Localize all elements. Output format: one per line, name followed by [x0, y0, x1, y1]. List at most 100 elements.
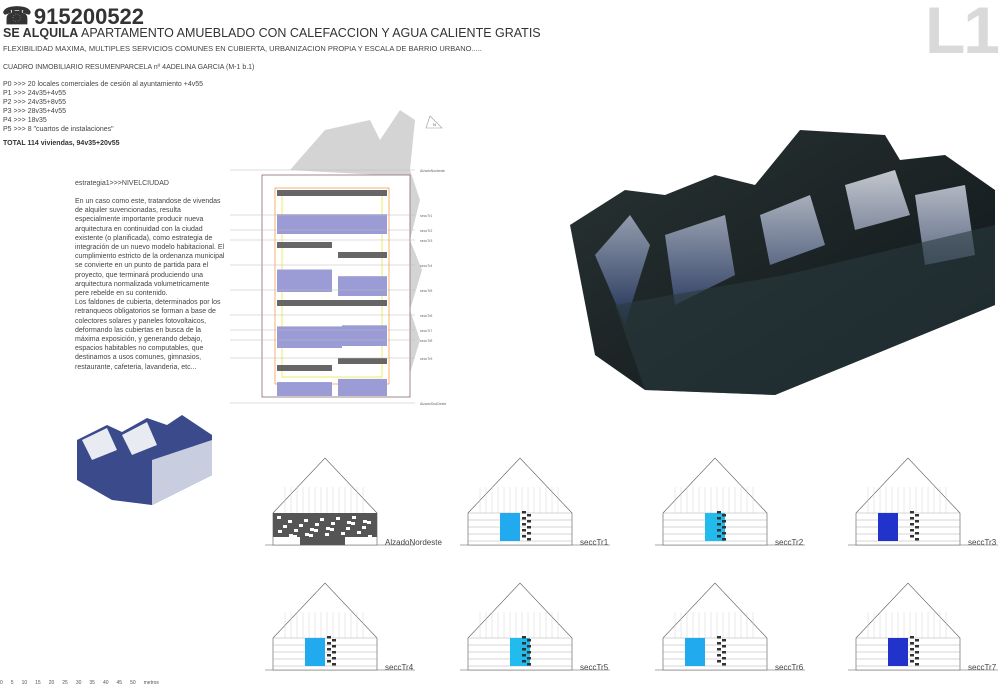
stair-mark	[522, 523, 526, 526]
stair-mark	[527, 526, 531, 529]
section-line-label: AlzadoSudOeste	[420, 402, 446, 406]
window	[293, 535, 297, 538]
window	[341, 532, 345, 535]
section-label: seccTr3	[968, 538, 997, 547]
patio-top	[342, 300, 387, 306]
section-label: seccTr4	[385, 663, 414, 672]
stair-mark	[717, 648, 721, 651]
window	[283, 525, 287, 528]
section-line-label: seccTr2	[420, 229, 432, 233]
window	[289, 534, 293, 537]
stair-mark	[522, 517, 526, 520]
patio-floor	[338, 276, 387, 296]
section-line-label: AlzadoNordeste	[420, 169, 445, 173]
unit-highlight	[685, 638, 705, 666]
patio-top	[277, 190, 342, 196]
stair-mark	[717, 523, 721, 526]
north-label: N	[433, 122, 436, 127]
stair-mark	[910, 529, 914, 532]
stair-mark	[522, 511, 526, 514]
stair-mark	[332, 639, 336, 642]
window	[347, 521, 351, 524]
site-plan: N AlzadoNordesteseccTr1seccTr2seccTr3sec…	[230, 110, 446, 406]
window	[326, 527, 330, 530]
subtitle: FLEXIBILIDAD MAXIMA, MULTIPLES SERVICIOS…	[3, 44, 482, 53]
stair-mark	[915, 639, 919, 642]
scale-tick: 5	[10, 680, 14, 686]
patio-floor	[277, 269, 332, 292]
window	[288, 520, 292, 523]
stair-mark	[722, 657, 726, 660]
roof-outline	[467, 582, 573, 671]
summary-title: CUADRO INMOBILIARIO RESUMENPARCELA nº 4A…	[3, 64, 255, 71]
stair-mark	[717, 654, 721, 657]
scale-tick: 10	[21, 680, 28, 686]
stair-mark	[527, 663, 531, 666]
scale-tick: 0	[0, 680, 3, 686]
stair-mark	[915, 657, 919, 660]
window	[330, 528, 334, 531]
window	[278, 530, 282, 533]
stair-mark	[332, 645, 336, 648]
stair-mark	[915, 526, 919, 529]
stair-mark	[717, 636, 721, 639]
window	[336, 517, 340, 520]
unit-highlight	[888, 638, 908, 666]
section-drawing	[265, 457, 415, 546]
stair-mark	[527, 538, 531, 541]
section-drawing	[460, 582, 610, 671]
stair-mark	[722, 645, 726, 648]
window	[310, 528, 314, 531]
stair-mark	[332, 663, 336, 666]
stair-mark	[522, 654, 526, 657]
stair-mark	[722, 651, 726, 654]
scale-tick: 40	[102, 680, 109, 686]
total: TOTAL 114 viviendas, 94v35+20v55	[3, 140, 120, 147]
window	[325, 533, 329, 536]
sheet-id: L1	[924, 0, 1000, 67]
patio-top	[277, 300, 342, 306]
section-line-label: seccTr4	[420, 264, 432, 268]
stair-mark	[717, 660, 721, 663]
stair-mark	[722, 514, 726, 517]
scale-tick: 25	[62, 680, 68, 686]
stair-mark	[527, 532, 531, 535]
patio-floor	[342, 325, 387, 346]
stair-mark	[910, 511, 914, 514]
window	[315, 523, 319, 526]
window	[294, 529, 298, 532]
roof-outline	[855, 582, 961, 671]
roof-outline	[662, 457, 768, 546]
stair-mark	[717, 517, 721, 520]
stair-mark	[910, 648, 914, 651]
unit-highlight	[305, 638, 325, 666]
stair-mark	[910, 660, 914, 663]
phone-text: 915200522	[33, 3, 145, 29]
scale-unit: metros	[143, 680, 159, 686]
patio-top	[338, 252, 387, 258]
window	[368, 535, 372, 538]
section-lines: AlzadoNordesteseccTr1seccTr2seccTr3seccT…	[230, 169, 446, 406]
patio-top	[277, 242, 332, 248]
unit-highlight	[878, 513, 898, 541]
stair-mark	[915, 532, 919, 535]
patio-floor	[277, 326, 342, 348]
headline: SE ALQUILA APARTAMENTO AMUEBLADO CON CAL…	[3, 26, 541, 40]
floor-list: P0 >>> 20 locales comerciales de cesión …	[3, 80, 203, 134]
stair-mark	[327, 654, 331, 657]
floor-item: P4 >>> 18v35	[3, 117, 47, 124]
stair-mark	[327, 642, 331, 645]
stair-mark	[915, 663, 919, 666]
window	[363, 520, 367, 523]
section-line-label: seccTr8	[420, 339, 432, 343]
floor-item: P0 >>> 20 locales comerciales de cesión …	[3, 81, 204, 88]
floor-item: P3 >>> 28v35+4v55	[3, 108, 67, 115]
stair-mark	[527, 520, 531, 523]
section-line-label: seccTr9	[420, 357, 432, 361]
roof-outline	[467, 457, 573, 546]
stair-mark	[915, 520, 919, 523]
stair-mark	[327, 636, 331, 639]
north-arrow-icon	[425, 115, 443, 129]
patio-top	[338, 358, 387, 364]
window	[320, 518, 324, 521]
